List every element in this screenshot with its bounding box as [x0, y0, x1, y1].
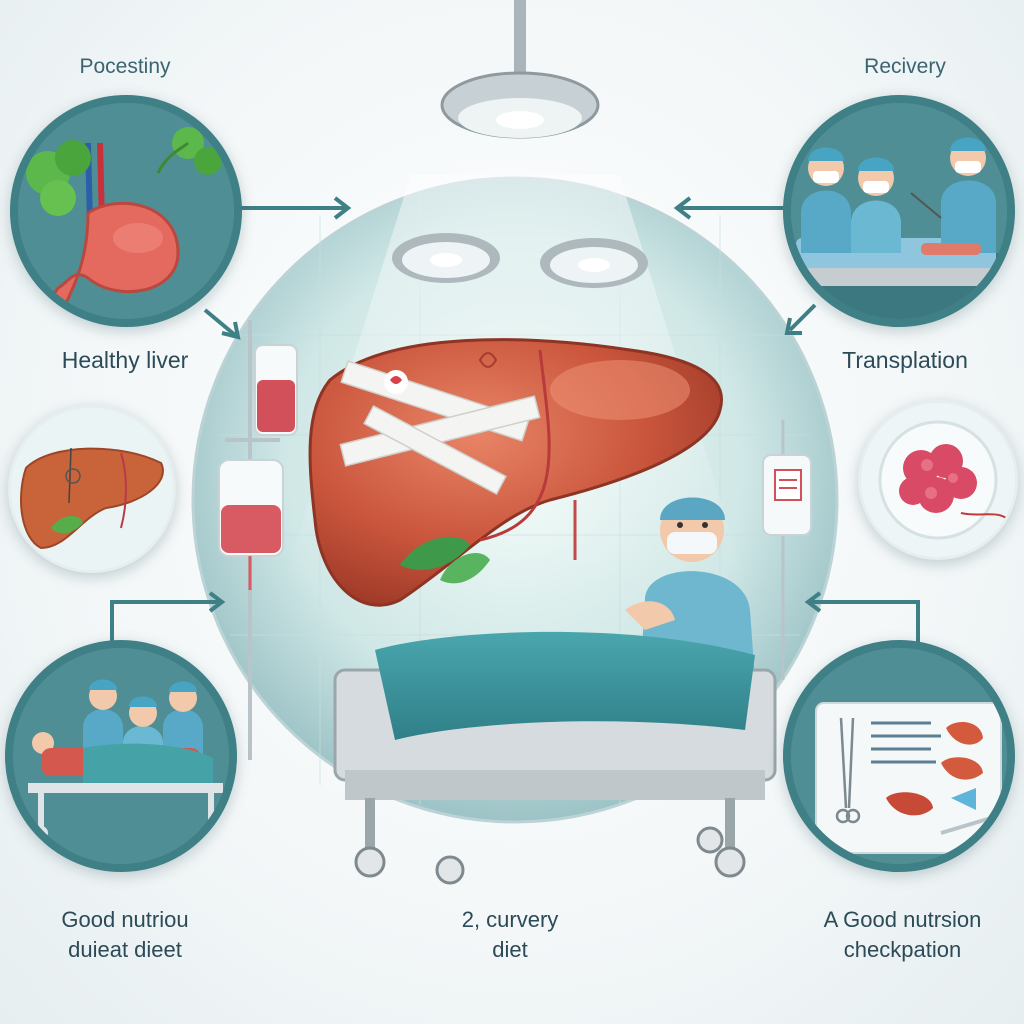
label-bottom-center-line1: 2, curvery: [461, 907, 559, 932]
surgical-lamp-left-icon: [390, 230, 502, 285]
label-bottom-right-line2: checkpation: [843, 937, 962, 962]
surgery-team-circle: [783, 95, 1015, 327]
label-bottom-center-line2: diet: [492, 937, 528, 962]
bandaged-liver-icon: [300, 320, 740, 620]
label-top-left: Pocestiny: [79, 55, 171, 78]
medical-chart-circle: [783, 640, 1015, 872]
medical-chart-icon: [791, 648, 1007, 864]
patient-bed-circle: [5, 640, 237, 872]
small-liver-circle: [8, 405, 176, 573]
stomach-circle: [10, 95, 242, 327]
label-bottom-left-line2: duieat dieet: [68, 937, 182, 962]
clover-leaf-icon: [26, 127, 222, 216]
iv-bag-right-icon: [755, 420, 825, 680]
hospital-bed-icon: [325, 480, 805, 890]
stomach-icon: [18, 103, 234, 319]
surgery-team-icon: [791, 103, 1007, 319]
liver-tissue-icon: [861, 403, 1015, 557]
label-mid-right: Transplation: [842, 347, 968, 373]
iv-bag-icon: [205, 320, 325, 760]
small-liver-icon: [11, 408, 173, 570]
patient-bed-icon: [13, 648, 229, 864]
label-bottom-center: 2, curvery diet: [410, 905, 610, 965]
label-bottom-right: A Good nutrsion checkpation: [790, 905, 1015, 965]
label-bottom-right-line1: A Good nutrsion: [823, 907, 982, 932]
surgical-lamp-icon: [430, 0, 610, 150]
label-bottom-left: Good nutriou duieat dieet: [20, 905, 230, 965]
liver-tissue-circle: [858, 400, 1018, 560]
surgical-lamp-right-icon: [538, 235, 650, 290]
label-mid-left: Healthy liver: [61, 347, 189, 373]
label-top-right: Recivery: [864, 55, 946, 78]
label-bottom-left-line1: Good nutriou: [61, 907, 189, 932]
